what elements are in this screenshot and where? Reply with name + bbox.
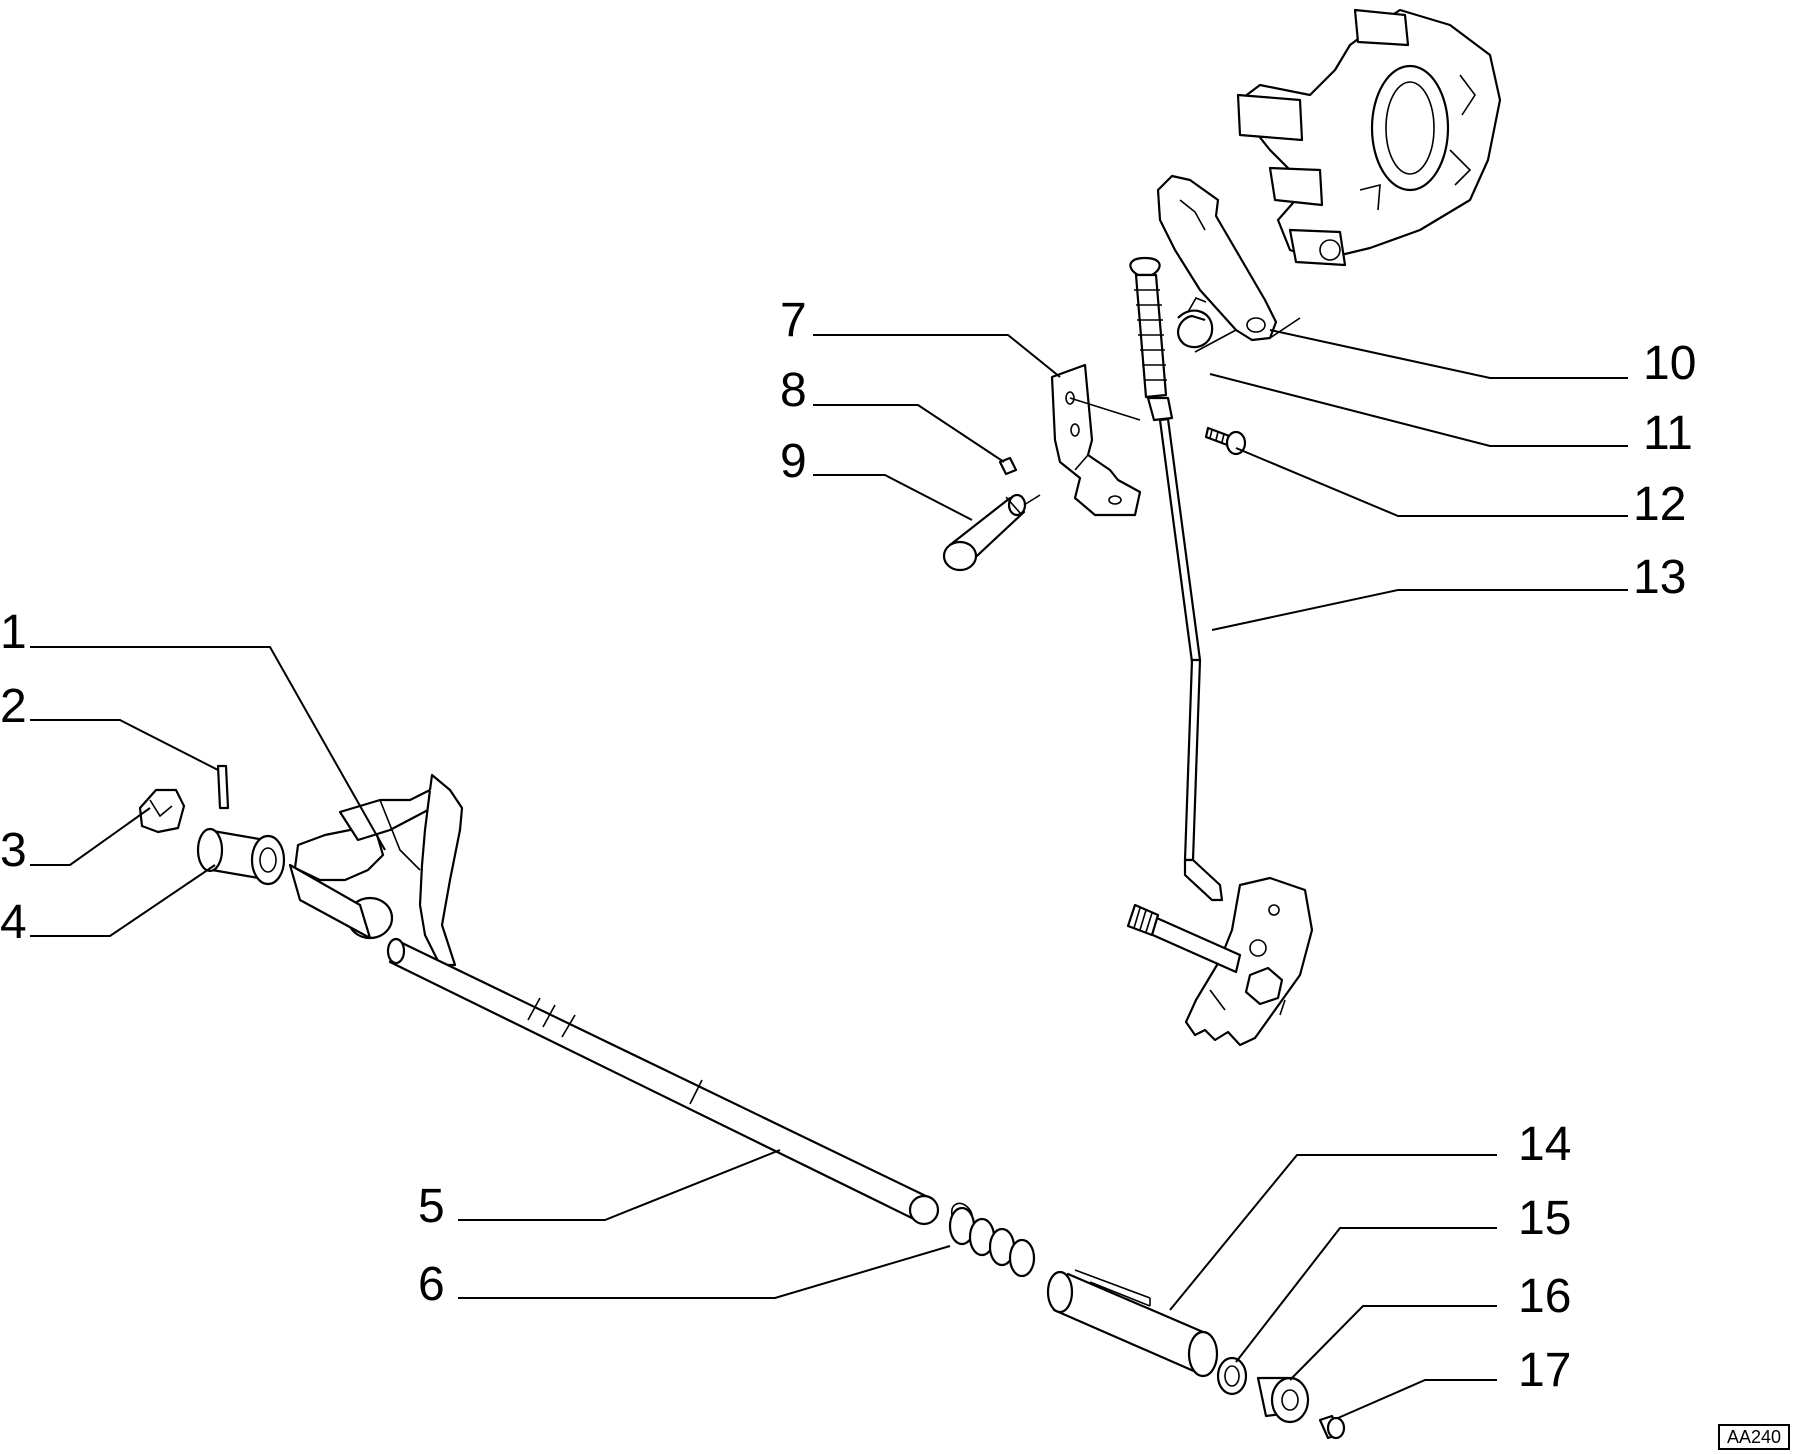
part-3-clip: [138, 788, 186, 834]
callout-15: 15: [1518, 1192, 1571, 1245]
part-9-clevis-pin: [942, 493, 1027, 572]
callout-14: 14: [1518, 1118, 1571, 1171]
part-6-spring: [948, 1202, 1036, 1278]
callout-17: 17: [1518, 1344, 1571, 1397]
callout-6: 6: [418, 1258, 445, 1311]
callout-4: 4: [0, 896, 27, 949]
part-10-lever: [1156, 174, 1278, 342]
selector-plate: [1126, 876, 1314, 1047]
leader-lines: [30, 329, 1628, 1419]
callout-12: 12: [1633, 478, 1686, 531]
part-4-bushing: [196, 827, 286, 886]
part-11-spring-clip: [1176, 296, 1214, 349]
callout-8: 8: [780, 364, 807, 417]
callout-10: 10: [1643, 337, 1696, 390]
part-1-shift-fork: [288, 773, 464, 967]
callout-1: 1: [0, 606, 27, 659]
part-17-screw: [1318, 1414, 1346, 1440]
part-12-screw: [1204, 426, 1247, 456]
part-15-washer: [1216, 1356, 1248, 1396]
assembly-axis-lines: [1023, 317, 1301, 506]
gearbox-housing: [1236, 8, 1502, 267]
callout-5: 5: [418, 1180, 445, 1233]
part-13-rod: [1129, 256, 1224, 902]
part-16-plug: [1256, 1376, 1310, 1424]
callout-9: 9: [780, 435, 807, 488]
part-7-bracket: [1050, 363, 1142, 517]
part-14-sleeve: [1046, 1269, 1219, 1378]
part-5-shaft: [386, 937, 940, 1226]
callout-2: 2: [0, 680, 27, 733]
part-2-pin: [216, 764, 230, 810]
callout-3: 3: [0, 824, 27, 877]
callout-11: 11: [1643, 407, 1693, 460]
drawing-code-label: AA240: [1718, 1424, 1790, 1450]
callout-7: 7: [780, 294, 807, 347]
callout-16: 16: [1518, 1270, 1571, 1323]
callout-13: 13: [1633, 551, 1686, 604]
callout-numbers: 1 2 3 4 5 6 7 8 9 10 11 12 13 14 15 16 1…: [0, 294, 1696, 1397]
